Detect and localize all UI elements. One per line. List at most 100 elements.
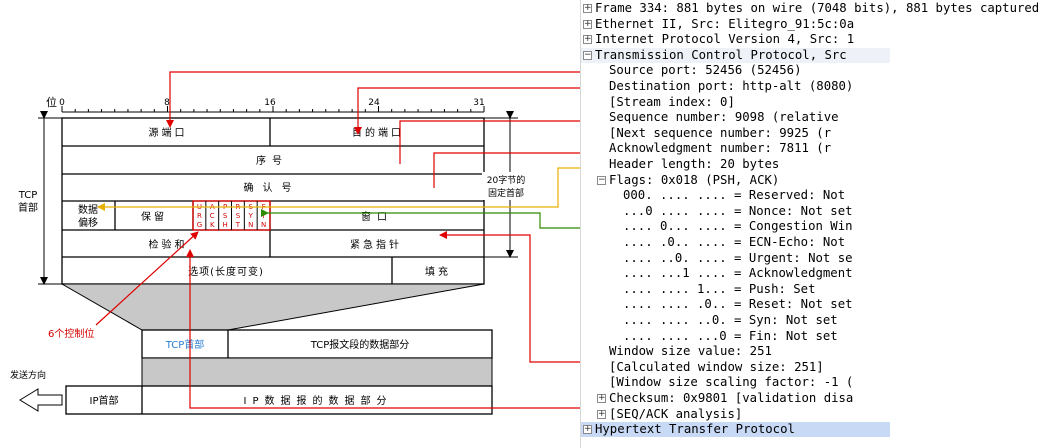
flag-urg-letter: G [197, 221, 202, 229]
tree-row[interactable]: [Stream index: 0] [581, 95, 904, 110]
tree-row[interactable]: 000. .... .... = Reserved: Not [581, 188, 918, 203]
collapse-icon[interactable]: − [583, 49, 592, 60]
tree-row[interactable]: −Transmission Control Protocol, Src [581, 47, 890, 63]
tree-row[interactable]: Destination port: http-alt (8080) [581, 79, 904, 94]
tree-row[interactable]: +Internet Protocol Version 4, Src: 1 [581, 32, 890, 47]
flag-fin-letter: I [263, 212, 265, 220]
segment-header-label: TCP首部 [165, 338, 205, 351]
tree-row[interactable]: +Hypertext Transfer Protocol [581, 422, 890, 438]
flag-psh-letter: S [223, 212, 228, 220]
tree-row-label: [Next sequence number: 9925 (r [609, 125, 832, 140]
flag-psh-letter: H [222, 221, 227, 229]
tree-row-label: .... .... ...0 = Fin: Not set [623, 328, 838, 343]
flag-syn-letter: N [248, 221, 253, 229]
tcp-header-table [61, 117, 485, 285]
tree-row-label: Frame 334: 881 bytes on wire (7048 bits)… [595, 1, 1039, 15]
tree-row[interactable]: Sequence number: 9098 (relative [581, 110, 904, 125]
tree-row[interactable]: .... .... .0.. = Reset: Not set [581, 297, 918, 312]
tree-row-label: Internet Protocol Version 4, Src: 1 [595, 32, 855, 47]
tree-row[interactable]: Window size value: 251 [581, 344, 904, 359]
bit-ruler: 位 0 8 16 24 31 [46, 95, 485, 113]
flag-ack-letter: K [210, 221, 215, 229]
tree-row-label: Destination port: http-alt (8080) [609, 79, 854, 93]
expand-icon[interactable]: + [597, 408, 606, 419]
tree-row[interactable]: Source port: 52456 (52456) [581, 63, 904, 78]
tree-row-label: Sequence number: 9098 (relative [609, 110, 839, 125]
field-window: 窗口 [361, 210, 393, 223]
tree-row[interactable]: +Frame 334: 881 bytes on wire (7048 bits… [581, 1, 1039, 16]
tree-row[interactable]: .... .... ...0 = Fin: Not set [581, 329, 918, 344]
tree-row[interactable]: [Next sequence number: 9925 (r [581, 126, 904, 141]
field-data-offset-1: 数据 [78, 203, 98, 216]
tree-row-label: .... ...1 .... = Acknowledgment [623, 266, 853, 281]
tree-row[interactable]: [Window size scaling factor: -1 ( [581, 375, 904, 390]
tree-row-label: .... .... .0.. = Reset: Not set [623, 297, 853, 312]
tree-row[interactable]: .... ..0. .... = Urgent: Not se [581, 251, 918, 266]
bit-tick-31: 31 [473, 98, 484, 108]
fixed-header-span: 20字节的 固定首部 [482, 111, 530, 258]
expand-icon[interactable]: + [583, 3, 592, 13]
field-sequence: 序号 [256, 154, 288, 167]
tree-row-label: .... .... ..0. = Syn: Not set [623, 313, 838, 327]
send-direction-arrow-icon [19, 388, 63, 412]
flag-urg-letter: R [197, 212, 202, 220]
expand-icon[interactable]: + [597, 393, 606, 403]
arrow-source-port [166, 71, 622, 128]
flag-rst-letter: S [236, 212, 241, 220]
tree-row-label: .... ..0. .... = Urgent: Not se [623, 250, 853, 265]
segment-to-ip-shading [141, 357, 493, 387]
flag-fin-letter: N [261, 221, 266, 229]
bit-tick-16: 16 [264, 98, 276, 108]
tcp-header-label-1: TCP [18, 190, 38, 201]
tree-row[interactable]: −Flags: 0x018 (PSH, ACK) [581, 173, 904, 188]
tree-row[interactable]: Header length: 20 bytes [581, 157, 904, 172]
tree-row[interactable]: .... ...1 .... = Acknowledgment [581, 266, 918, 281]
tree-row[interactable]: .... 0... .... = Congestion Win [581, 219, 918, 234]
tree-row-label: Window size value: 251 [609, 344, 772, 359]
arrow-ack [433, 149, 623, 188]
collapse-icon[interactable]: − [597, 174, 606, 185]
tcp-header-label-2: 首部 [18, 201, 38, 214]
tree-row[interactable]: .... .0.. .... = ECN-Echo: Not [581, 235, 918, 250]
tree-row-label: Hypertext Transfer Protocol [595, 422, 795, 437]
tree-row[interactable]: .... .... ..0. = Syn: Not set [581, 313, 918, 328]
tree-row-label: ...0 .... .... = Nonce: Not set [623, 203, 853, 218]
tree-row[interactable]: ...0 .... .... = Nonce: Not set [581, 204, 918, 219]
tree-row[interactable]: .... .... 1... = Push: Set [581, 282, 918, 297]
field-reserved: 保留 [141, 210, 167, 223]
ip-datagram: IP首部 IP数据报的数据部分 [65, 385, 493, 415]
tree-row[interactable]: +Checksum: 0x9801 [validation disa [581, 391, 904, 406]
tree-row-label: Checksum: 0x9801 [validation disa [609, 391, 854, 405]
tree-row-label: Transmission Control Protocol, Src [595, 47, 847, 62]
tree-row[interactable]: Acknowledgment number: 7811 (r [581, 141, 904, 156]
segment-data-label: TCP报文段的数据部分 [310, 338, 410, 351]
field-data-offset-2: 偏移 [78, 216, 98, 229]
tree-row-label: [Window size scaling factor: -1 ( [609, 375, 854, 390]
expand-icon[interactable]: + [583, 18, 592, 29]
expand-icon[interactable]: + [583, 34, 592, 45]
tree-row[interactable]: +[SEQ/ACK analysis] [581, 407, 904, 422]
field-dest-port: 目的端口 [352, 126, 404, 139]
packet-details-tree[interactable]: +Frame 334: 881 bytes on wire (7048 bits… [580, 0, 1039, 448]
tree-row[interactable]: +Ethernet II, Src: Elitegro_91:5c:0a [581, 17, 890, 32]
tree-row-label: Flags: 0x018 (PSH, ACK) [609, 172, 780, 187]
flag-rst-letter: T [235, 221, 241, 229]
bit-tick-8: 8 [164, 98, 170, 108]
fixed-header-label-2: 固定首部 [488, 187, 524, 199]
tree-row-label: .... 0... .... = Congestion Win [623, 219, 853, 234]
tree-row-label: Header length: 20 bytes [609, 157, 780, 171]
tree-row-label: [Stream index: 0] [609, 94, 735, 109]
send-direction: 发送方向 [10, 369, 63, 412]
expand-icon[interactable]: + [583, 424, 592, 435]
bit-ruler-prefix: 位 [46, 95, 57, 109]
ip-header-label: IP首部 [90, 394, 119, 407]
tree-row[interactable]: [Calculated window size: 251] [581, 360, 904, 375]
tree-row-label: Ethernet II, Src: Elitegro_91:5c:0a [595, 16, 855, 31]
field-source-port: 源端口 [149, 126, 188, 139]
field-options: 选项(长度可变) [188, 265, 264, 278]
tree-row-label: [SEQ/ACK analysis] [609, 406, 743, 421]
field-ack: 确认号 [244, 181, 301, 194]
